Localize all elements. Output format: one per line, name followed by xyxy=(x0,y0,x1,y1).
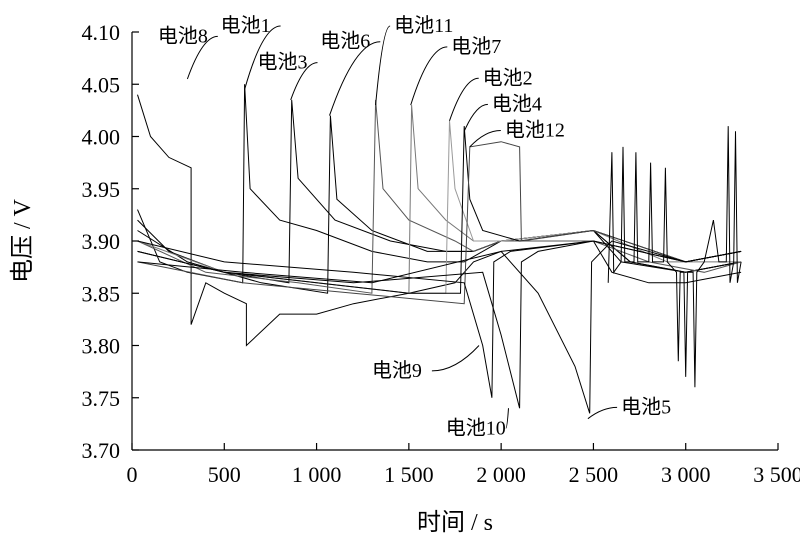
x-tick-label: 3 000 xyxy=(661,462,711,487)
callout-label: 电池4 xyxy=(492,92,542,115)
y-tick-label: 4.05 xyxy=(82,72,121,97)
callout-label: 电池2 xyxy=(483,66,533,89)
callout-label: 电池10 xyxy=(446,416,506,439)
y-tick-label: 3.85 xyxy=(82,281,121,306)
y-tick-label: 3.90 xyxy=(82,229,121,254)
leader-layer xyxy=(186,25,618,429)
x-tick-label: 2 500 xyxy=(569,462,619,487)
y-tick-label: 4.10 xyxy=(82,20,121,45)
series-line-12 xyxy=(137,240,742,414)
callout-label: 电池9 xyxy=(372,359,422,382)
x-tick-label: 0 xyxy=(127,462,138,487)
callout-leader xyxy=(449,77,479,121)
spike-trace-1 xyxy=(607,126,742,388)
x-axis-title: 时间 / s xyxy=(417,509,493,536)
callout-leader xyxy=(431,345,480,372)
callout-label: 电池8 xyxy=(158,24,208,47)
callout-leader xyxy=(587,406,618,420)
x-tick-label: 1 000 xyxy=(292,462,342,487)
y-ticks: 3.70 3.75 3.80 3.85 3.90 3.95 4.00 4.05 4.10 xyxy=(82,20,139,463)
callout-leader xyxy=(290,62,318,101)
y-tick-label: 3.75 xyxy=(82,386,121,411)
y-tick-label: 3.70 xyxy=(82,438,121,463)
plot-area xyxy=(132,25,778,450)
series-line-4 xyxy=(137,115,742,294)
callout-leader xyxy=(463,103,488,132)
y-tick-label: 4.00 xyxy=(82,125,121,150)
callout-leader xyxy=(505,408,509,429)
x-tick-label: 1 500 xyxy=(384,462,434,487)
x-tick-label: 3 500 xyxy=(753,462,800,487)
callout-label: 电池11 xyxy=(394,14,453,37)
callout-label: 电池7 xyxy=(451,35,501,58)
x-tick-label: 2 000 xyxy=(476,462,526,487)
x-tick-label: 500 xyxy=(208,462,241,487)
callout-leader xyxy=(329,41,381,116)
callout-label: 电池5 xyxy=(621,395,671,418)
callout-label: 电池3 xyxy=(258,51,308,74)
series-line-5 xyxy=(137,99,742,294)
series-line-1 xyxy=(137,94,742,347)
callout-leader xyxy=(186,35,218,80)
callout-leader xyxy=(469,130,501,148)
y-tick-label: 3.95 xyxy=(82,177,121,202)
callout-leader xyxy=(410,46,448,106)
callout-leader xyxy=(244,25,281,90)
x-ticks: 0 500 1 000 1 500 2 000 2 500 3 000 3 500 xyxy=(127,443,800,487)
callout-label: 电池12 xyxy=(505,119,565,142)
callout-label: 电池1 xyxy=(221,14,271,37)
callout-label: 电池6 xyxy=(320,30,370,53)
y-tick-label: 3.80 xyxy=(82,334,121,359)
callout-leader xyxy=(375,25,391,106)
series-layer xyxy=(137,84,742,414)
y-axis-title: 电压 / V xyxy=(9,198,36,283)
